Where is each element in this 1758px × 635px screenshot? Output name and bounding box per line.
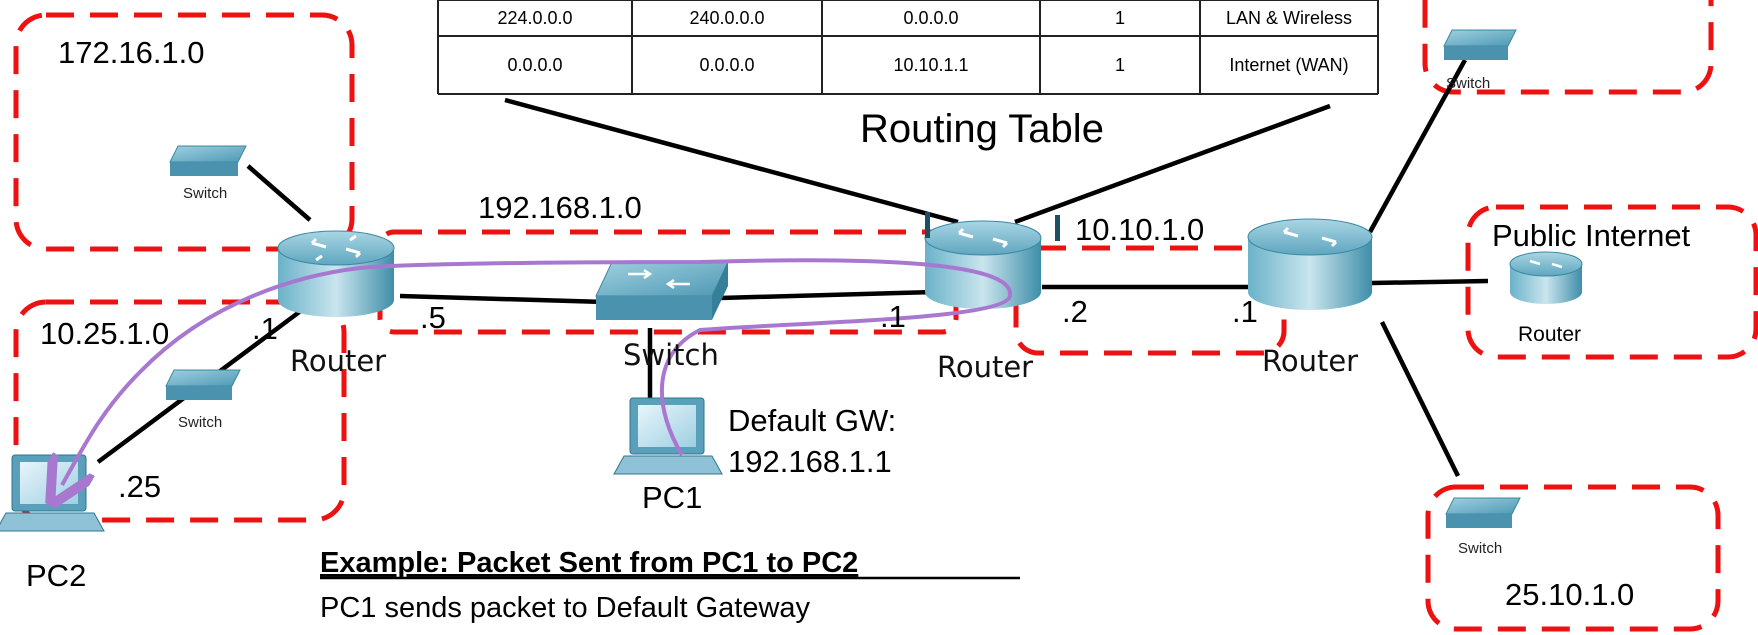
wire-switch-r2 — [719, 289, 936, 301]
pc2[interactable] — [0, 454, 105, 532]
router-3[interactable] — [1247, 218, 1373, 310]
table-cell-metric: 1 — [1115, 8, 1125, 28]
wire-switch-r1 — [246, 164, 312, 222]
network-boundary-public — [1465, 204, 1758, 360]
router-1[interactable] — [277, 230, 395, 317]
interface-r1-right: .5 — [420, 300, 446, 335]
switch-main-label: Switch — [623, 338, 719, 372]
router-3-label: Router — [1262, 344, 1358, 378]
switch-top-right-label: Switch — [1446, 75, 1490, 92]
router-public[interactable] — [1509, 251, 1583, 304]
switch-25-10[interactable] — [1445, 497, 1521, 528]
network-boundary-25-10 — [1425, 484, 1721, 632]
table-cell-gateway: 0.0.0.0 — [903, 8, 958, 28]
network-boundary-10-25 — [13, 299, 347, 523]
table-row: 0.0.0.0 0.0.0.0 10.10.1.1 1 Internet (WA… — [507, 55, 1348, 75]
routing-table-caption: Routing Table — [860, 107, 1104, 151]
router-1-label: Router — [290, 344, 386, 378]
network-label-172: 172.16.1.0 — [58, 35, 205, 70]
router-2[interactable] — [924, 212, 1060, 309]
table-cell-netmask: 0.0.0.0 — [699, 55, 754, 75]
pc1-gateway-line1: Default GW: — [728, 403, 896, 438]
network-boundary-172 — [13, 12, 355, 252]
table-cell-interface: Internet (WAN) — [1229, 55, 1348, 75]
routing-table: 224.0.0.0 240.0.0.0 0.0.0.0 1 LAN & Wire… — [437, 0, 1379, 95]
pc1-gateway-line2: 192.168.1.1 — [728, 444, 892, 479]
network-label-10-25: 10.25.1.0 — [40, 316, 169, 351]
table-cell-gateway: 10.10.1.1 — [893, 55, 968, 75]
router-public-label: Router — [1518, 323, 1581, 346]
pc2-label: PC2 — [26, 558, 86, 593]
switch-main[interactable] — [595, 261, 729, 320]
pc1-label: PC1 — [642, 480, 702, 515]
table-row: 224.0.0.0 240.0.0.0 0.0.0.0 1 LAN & Wire… — [497, 8, 1352, 28]
network-label-public: Public Internet — [1492, 218, 1691, 253]
table-cell-destination: 0.0.0.0 — [507, 55, 562, 75]
network-boundary-top-right — [1422, 0, 1714, 95]
example-text: PC1 sends packet to Default Gateway — [320, 592, 811, 624]
wires — [96, 58, 1489, 477]
network-label-25-10: 25.10.1.0 — [1505, 577, 1634, 612]
wire-r1-switch — [399, 293, 606, 305]
table-cell-destination: 224.0.0.0 — [497, 8, 572, 28]
switch-172-label: Switch — [183, 185, 227, 202]
switch-25-10-label: Switch — [1458, 540, 1502, 557]
callout-line — [504, 97, 959, 225]
interface-r2-right: .2 — [1062, 294, 1088, 329]
wire-r3-switch-bottom — [1379, 321, 1461, 477]
network-label-192: 192.168.1.0 — [478, 190, 642, 225]
network-boundary-192 — [377, 229, 959, 335]
switch-10-25-label: Switch — [178, 414, 222, 431]
packet-path — [62, 258, 1013, 485]
wire-r3-public — [1371, 278, 1489, 286]
pc1[interactable] — [613, 397, 723, 475]
switch-172[interactable] — [169, 145, 247, 176]
network-label-10-10: 10.10.1.0 — [1075, 212, 1204, 247]
example-title: Example: Packet Sent from PC1 to PC2 — [320, 547, 858, 579]
callout-line — [1014, 103, 1331, 225]
interface-pc2: .25 — [118, 469, 161, 504]
table-cell-netmask: 240.0.0.0 — [689, 8, 764, 28]
table-cell-metric: 1 — [1115, 55, 1125, 75]
router-2-label: Router — [937, 350, 1033, 384]
interface-r3-left: .1 — [1232, 294, 1258, 329]
wire-r3-switch-top — [1368, 58, 1467, 234]
switch-10-25[interactable] — [165, 369, 241, 400]
table-cell-interface: LAN & Wireless — [1226, 8, 1352, 28]
interface-r2-left: .1 — [880, 299, 906, 334]
switch-top-right[interactable] — [1443, 29, 1517, 60]
interface-r1-left: .1 — [252, 311, 278, 346]
